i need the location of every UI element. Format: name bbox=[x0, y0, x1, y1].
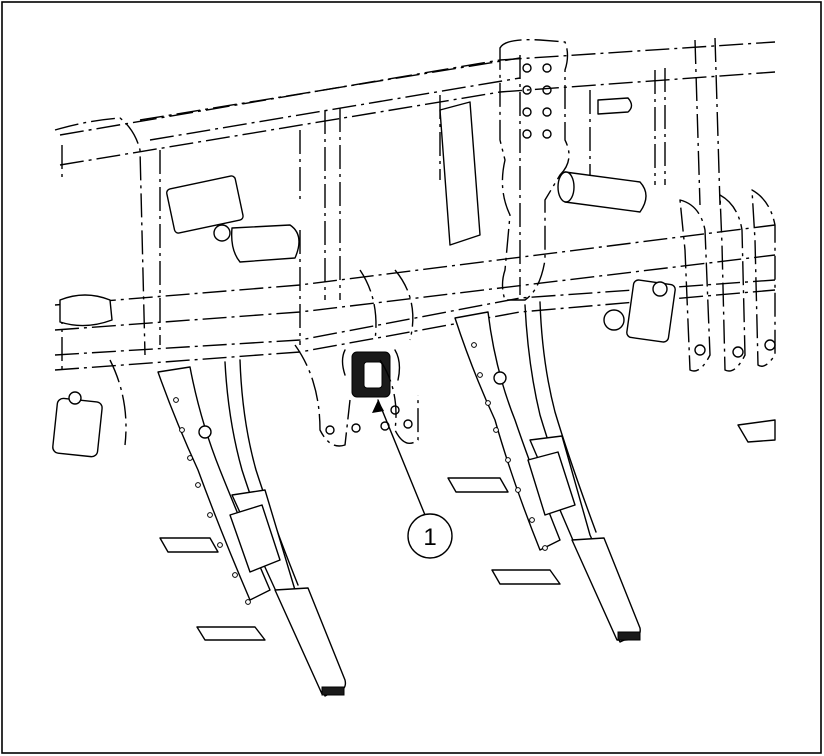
cylinders bbox=[52, 97, 676, 458]
tine-shank-left bbox=[157, 359, 347, 697]
right-plates bbox=[679, 189, 776, 372]
callout-1: 1 bbox=[372, 399, 453, 559]
callout-arrowhead bbox=[372, 400, 384, 413]
tine-partial-right bbox=[737, 419, 776, 443]
center-mount-plate bbox=[499, 38, 570, 301]
callout-leader-line bbox=[377, 399, 426, 516]
tine-shank-right bbox=[447, 301, 641, 643]
callout-circle bbox=[407, 513, 453, 559]
sensor-unit bbox=[341, 349, 401, 398]
callout-label: 1 bbox=[423, 524, 436, 551]
